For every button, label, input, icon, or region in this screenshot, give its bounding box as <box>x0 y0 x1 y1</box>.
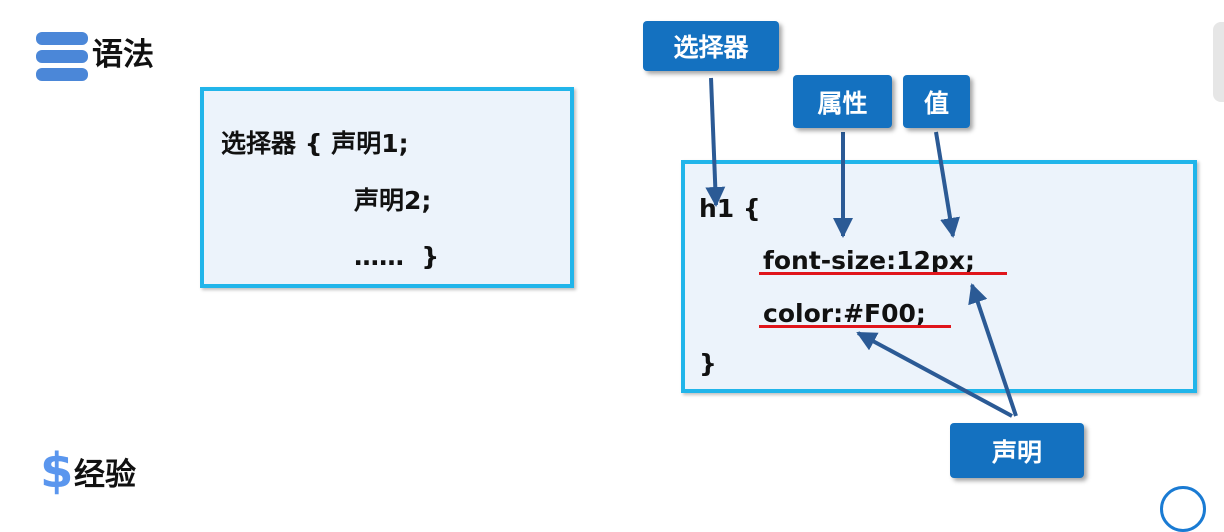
syntax-heading: 语法 <box>92 37 154 73</box>
syntax-box: 选择器 { 声明1; 声明2; …… } <box>200 87 574 288</box>
experience-heading: 经验 <box>74 457 136 493</box>
syntax-line-2: 声明2; <box>354 186 432 215</box>
property-callout: 属性 <box>793 75 892 128</box>
value-callout: 值 <box>903 75 970 128</box>
font-size-underline <box>759 272 1007 275</box>
selector-callout: 选择器 <box>643 21 779 71</box>
info-circle-icon[interactable] <box>1160 486 1206 532</box>
code-line-close-brace: } <box>699 349 717 378</box>
syntax-line-1: 选择器 { 声明1; <box>221 129 409 158</box>
syntax-line-3: …… } <box>354 242 440 271</box>
example-code-box: h1 { font-size:12px; color:#F00; } <box>681 160 1197 393</box>
code-line-color: color:#F00; <box>763 299 926 328</box>
code-line-font-size: font-size:12px; <box>763 246 975 275</box>
color-underline <box>759 325 951 328</box>
stacked-bars-icon <box>36 32 88 82</box>
code-line-selector: h1 { <box>699 194 761 223</box>
side-tab[interactable] <box>1213 22 1224 102</box>
dollar-icon: $ <box>40 443 74 499</box>
declaration-callout: 声明 <box>950 423 1084 478</box>
